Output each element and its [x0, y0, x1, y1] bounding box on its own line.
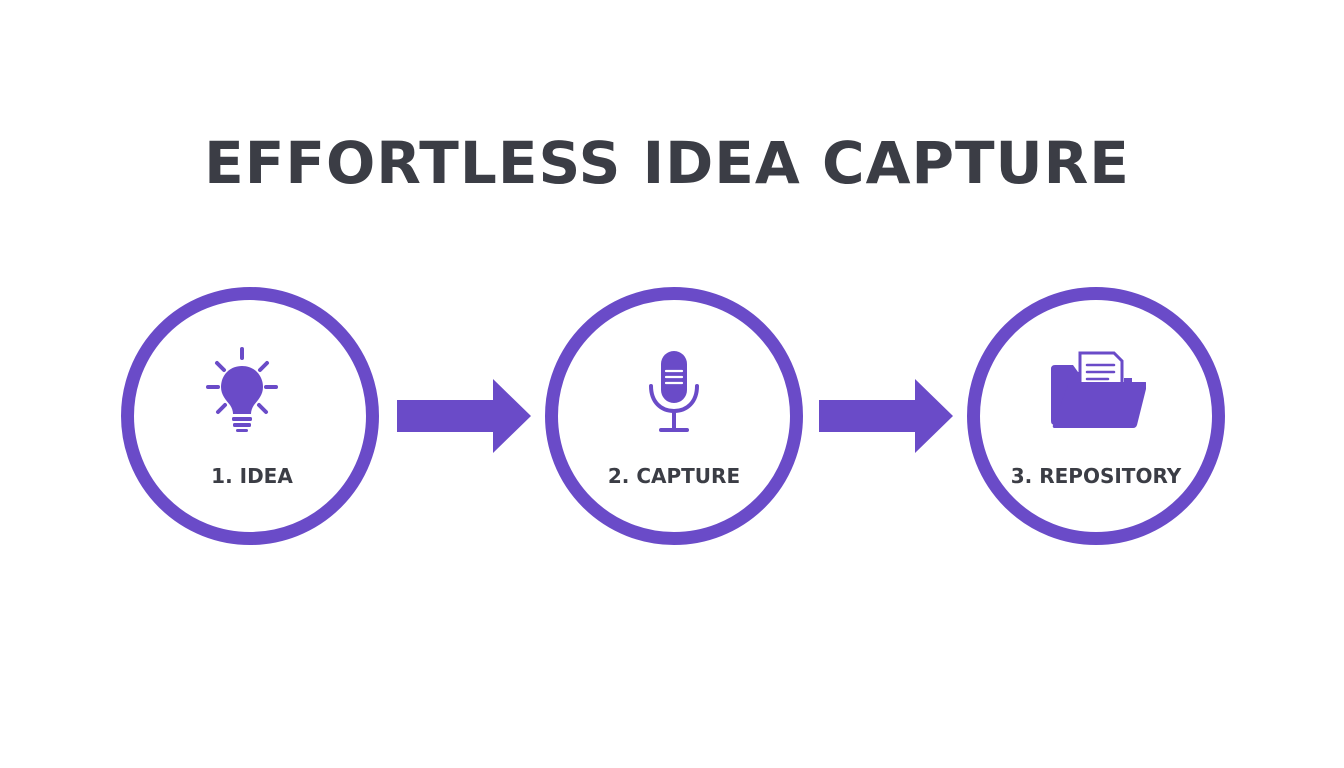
folder-icon — [1051, 351, 1146, 428]
step-capture: 2. CAPTURE — [545, 287, 803, 545]
step-label: 2. CAPTURE — [607, 464, 741, 488]
step-label: 3. REPOSITORY — [1010, 464, 1182, 488]
step-label: 1. IDEA — [211, 464, 293, 488]
microphone-icon — [649, 351, 699, 432]
step-idea: 1. IDEA — [121, 287, 379, 545]
arrow-right-icon — [819, 379, 953, 453]
lightbulb-icon — [206, 347, 278, 432]
step-repository: 3. REPOSITORY — [967, 287, 1225, 545]
diagram-title: EFFORTLESS IDEA CAPTURE — [204, 129, 1130, 197]
arrow-right-icon — [397, 379, 531, 453]
